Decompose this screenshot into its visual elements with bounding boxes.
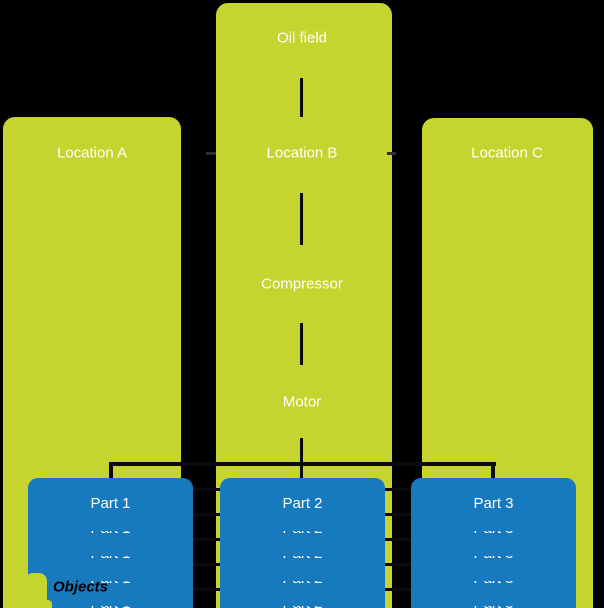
- connector-motor-branch: [299, 438, 303, 478]
- node-label-oil-field: Oil field: [276, 29, 328, 47]
- node-label-location-b: Location B: [266, 144, 338, 162]
- node-label-compressor: Compressor: [261, 275, 343, 293]
- branch-drop-part3: [491, 462, 495, 478]
- part1-label: Part 1: [90, 495, 131, 512]
- sibling-connector-left: [206, 152, 216, 155]
- branch-drop-part1: [109, 462, 113, 478]
- part3-label: Part 3: [473, 495, 514, 512]
- sibling-connector-right: [387, 152, 396, 155]
- objects-label: Objects: [53, 578, 109, 596]
- objects-chip: [25, 573, 47, 608]
- connector-compressor-motor: [299, 323, 303, 365]
- part2-label: Part 2: [282, 495, 323, 512]
- branch-line: [109, 462, 496, 466]
- connector-locationb-compressor: [299, 193, 303, 245]
- node-label-location-c: Location C: [471, 144, 543, 162]
- part2-stack-card: Part 2: [220, 478, 385, 531]
- part1-stack-card: Part 1: [28, 478, 193, 531]
- part3-stack-card: Part 3: [411, 478, 576, 531]
- connector-oilfield-locationb: [299, 78, 303, 117]
- node-label-location-a: Location A: [56, 144, 128, 162]
- node-label-motor: Motor: [282, 393, 322, 411]
